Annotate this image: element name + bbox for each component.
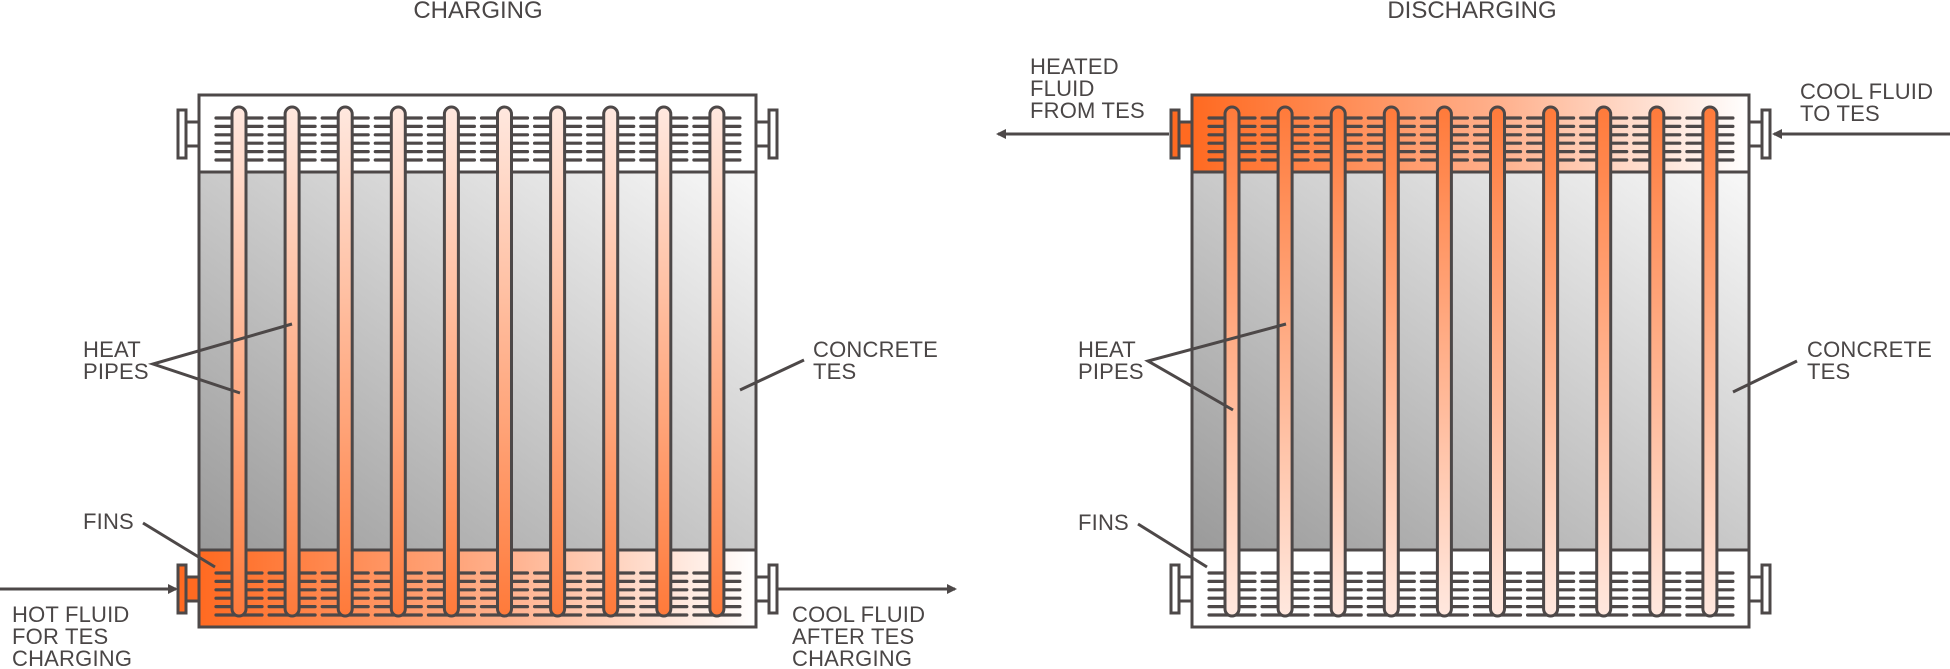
bottom-left-flange: [1169, 563, 1194, 615]
fins-label: FINS: [83, 509, 134, 534]
heat-pipe: [549, 105, 567, 618]
bottom-right-flange: [1747, 563, 1772, 615]
heat-pipes-group: [1223, 105, 1719, 618]
fins-leader: [142, 521, 216, 569]
concrete-leader: [1732, 359, 1798, 394]
heat-pipes-leader: [1144, 322, 1287, 412]
heat-pipe: [1595, 105, 1613, 618]
heat-pipe: [230, 105, 248, 618]
heat-pipe: [1542, 105, 1560, 618]
concrete-tes-block: [197, 170, 758, 552]
heat-pipe: [389, 105, 407, 618]
heat-pipe: [1329, 105, 1347, 618]
fins-leader: [1137, 522, 1208, 569]
charging-title: CHARGING: [413, 0, 542, 24]
heat-pipe: [1435, 105, 1453, 618]
heat-pipe: [1382, 105, 1400, 618]
heat-pipe: [1276, 105, 1294, 618]
heat-pipe: [655, 105, 673, 618]
heat-pipe: [708, 105, 726, 618]
heat-pipe: [283, 105, 301, 618]
top-right-flange: [754, 108, 779, 160]
heat-pipe: [1648, 105, 1666, 618]
outlet-flange-cool: [754, 563, 779, 615]
heat-pipe: [602, 105, 620, 618]
inlet-flange-hot: [176, 563, 201, 615]
heat-pipe: [1701, 105, 1719, 618]
fins-label: FINS: [1078, 510, 1129, 535]
discharging-title: DISCHARGING: [1387, 0, 1556, 24]
top-left-flange: [176, 108, 201, 160]
concrete-leader: [739, 358, 805, 392]
heat-pipe: [336, 105, 354, 618]
heat-pipe: [1489, 105, 1506, 618]
heat-pipe: [496, 105, 513, 618]
outlet-flange-hot: [1169, 108, 1194, 160]
heat-pipe: [1223, 105, 1241, 618]
concrete-tes-block: [1190, 170, 1751, 552]
heat-pipes-group: [230, 105, 726, 618]
heat-pipes-leader: [147, 322, 293, 395]
heat-pipe: [442, 105, 460, 618]
inlet-flange-cool: [1747, 108, 1772, 160]
